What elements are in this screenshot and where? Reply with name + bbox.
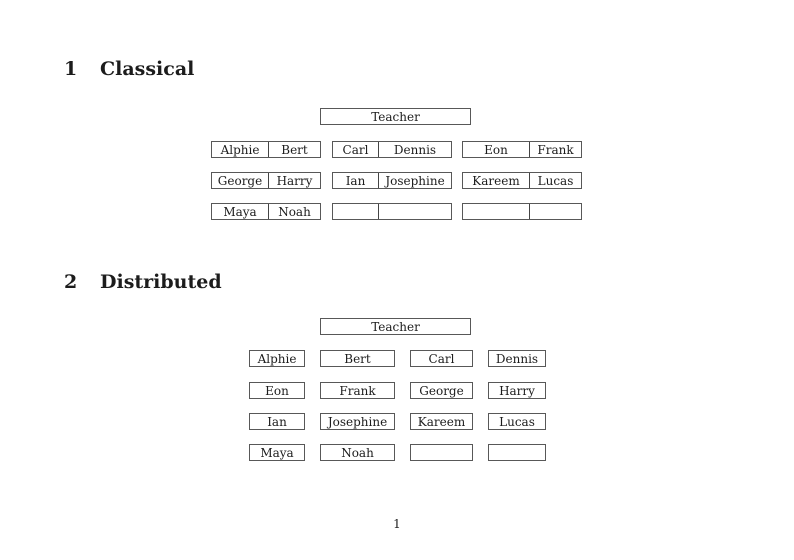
- seat-student-name: George: [212, 173, 269, 188]
- desk-single: Josephine: [320, 413, 395, 430]
- seat-student-name: Eon: [463, 142, 530, 157]
- teacher-label: Teacher: [371, 319, 420, 334]
- desk-single: Noah: [320, 444, 395, 461]
- desk-single: Bert: [320, 350, 395, 367]
- seat-empty: [530, 204, 581, 219]
- section-number: 2: [64, 271, 78, 293]
- seat-student-name: Bert: [281, 142, 308, 157]
- desk-single: Eon: [249, 382, 305, 399]
- desk-single: Lucas: [488, 413, 546, 430]
- desk-empty: [332, 203, 452, 220]
- section-title: Classical: [100, 58, 195, 80]
- section-heading-distributed: 2 Distributed: [64, 271, 222, 293]
- seat-student-name: Alphie: [212, 142, 269, 157]
- desk: Alphie Bert: [211, 141, 321, 158]
- desk-single: Ian: [249, 413, 305, 430]
- desk: George Harry: [211, 172, 321, 189]
- seat-empty: [463, 204, 530, 219]
- desk-single: Alphie: [249, 350, 305, 367]
- desk-single: Kareem: [410, 413, 473, 430]
- desk-single: Carl: [410, 350, 473, 367]
- seat-empty: [333, 204, 379, 219]
- desk: Eon Frank: [462, 141, 582, 158]
- seat-student-name: Harry: [276, 173, 313, 188]
- desk-single: Frank: [320, 382, 395, 399]
- desk-single: Maya: [249, 444, 305, 461]
- seat-student-name: Carl: [333, 142, 379, 157]
- seat-empty: [379, 204, 451, 219]
- desk-single: George: [410, 382, 473, 399]
- seat-student-name: Josephine: [385, 173, 445, 188]
- seat-student-name: Noah: [278, 204, 311, 219]
- seat-student-name: Ian: [333, 173, 379, 188]
- desk: Ian Josephine: [332, 172, 452, 189]
- desk-single: Dennis: [488, 350, 546, 367]
- desk-single-empty: [410, 444, 473, 461]
- teacher-box: Teacher: [320, 318, 471, 335]
- section-number: 1: [64, 58, 78, 80]
- desk: Maya Noah: [211, 203, 321, 220]
- desk: Kareem Lucas: [462, 172, 582, 189]
- desk-empty: [462, 203, 582, 220]
- desk-single-empty: [488, 444, 546, 461]
- desk: Carl Dennis: [332, 141, 452, 158]
- seat-student-name: Maya: [212, 204, 269, 219]
- seat-student-name: Dennis: [393, 142, 437, 157]
- teacher-label: Teacher: [371, 109, 420, 124]
- seat-student-name: Kareem: [463, 173, 530, 188]
- seat-student-name: Lucas: [537, 173, 574, 188]
- section-title: Distributed: [100, 271, 222, 293]
- desk-single: Harry: [488, 382, 546, 399]
- seat-student-name: Frank: [537, 142, 574, 157]
- teacher-box: Teacher: [320, 108, 471, 125]
- page-number: 1: [393, 517, 401, 531]
- section-heading-classical: 1 Classical: [64, 58, 194, 80]
